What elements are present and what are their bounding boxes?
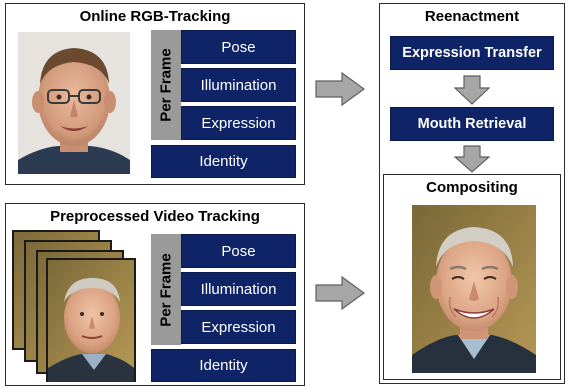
online-per-frame-label: Per Frame [157, 48, 175, 122]
video-to-compositing-arrow-icon [315, 276, 365, 310]
reenactment-down-arrow-2-icon [454, 145, 490, 173]
online-per-frame-label-bar: Per Frame [151, 30, 181, 140]
video-expression-box: Expression [181, 310, 296, 344]
online-expression-box: Expression [181, 106, 296, 140]
video-per-frame-label: Per Frame [157, 252, 175, 327]
online-identity-box: Identity [151, 145, 296, 178]
online-rgb-tracking-panel: Online RGB-Tracking [5, 3, 305, 185]
online-illumination-box: Illumination [181, 68, 296, 102]
online-pose-box: Pose [181, 30, 296, 64]
preprocessed-video-tracking-panel: Preprocessed Video Tracking [5, 203, 305, 386]
target-video-frames-stack [12, 230, 136, 382]
composited-output-face-image [412, 205, 536, 373]
video-illumination-box: Illumination [181, 272, 296, 306]
online-to-reenactment-arrow-icon [315, 72, 365, 106]
mouth-retrieval-box: Mouth Retrieval [390, 107, 554, 141]
reenactment-panel: Reenactment Expression Transfer Mouth Re… [379, 3, 565, 384]
compositing-title: Compositing [426, 179, 518, 196]
video-per-frame-label-bar: Per Frame [151, 234, 181, 345]
reenactment-down-arrow-1-icon [454, 75, 490, 105]
online-rgb-tracking-title: Online RGB-Tracking [79, 8, 231, 25]
expression-transfer-box: Expression Transfer [390, 36, 554, 70]
video-pose-box: Pose [181, 234, 296, 268]
video-identity-box: Identity [151, 349, 296, 382]
source-actor-face-image [18, 32, 130, 174]
compositing-panel: Compositing [383, 174, 561, 380]
reenactment-title: Reenactment [424, 8, 520, 25]
preprocessed-video-tracking-title: Preprocessed Video Tracking [50, 208, 260, 225]
